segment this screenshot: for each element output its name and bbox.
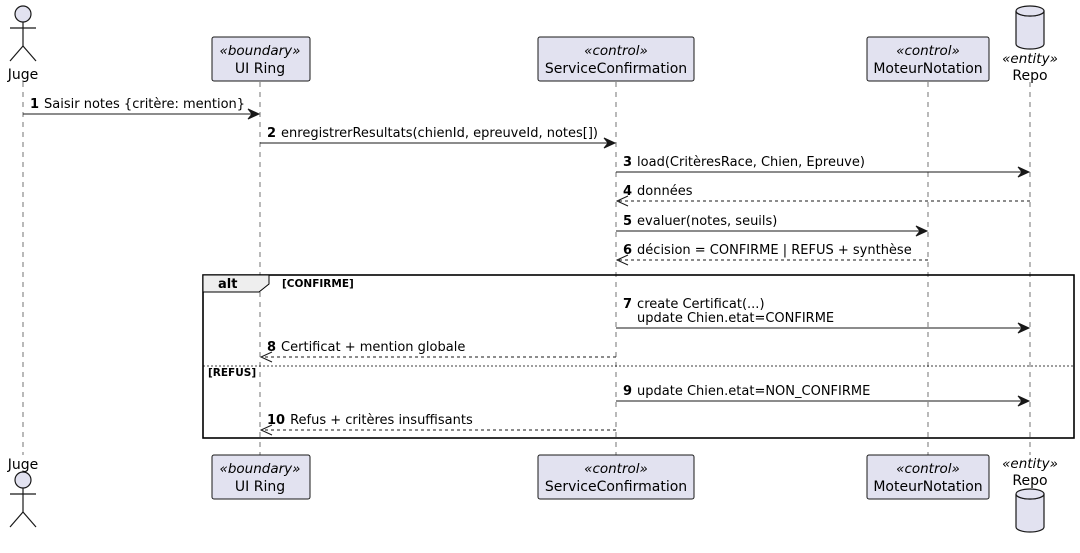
- arrowhead-filled-icon: [1017, 395, 1031, 407]
- arrowhead-open-icon: [615, 254, 629, 266]
- participant-box: [537, 454, 695, 500]
- message-label: Certificat + mention globale: [281, 340, 465, 355]
- participant-ui-top: «boundary» UI Ring: [211, 36, 311, 82]
- participant-stereotype: «control»: [584, 461, 648, 477]
- message-label: Refus + critères insuffisants: [290, 413, 473, 428]
- arrowhead-open-icon: [615, 195, 629, 207]
- participant-repo-top: «entity»Repo: [1002, 5, 1058, 84]
- message-label: enregistrerResultats(chienId, epreuveId,…: [281, 126, 598, 141]
- participant-box: [211, 454, 311, 500]
- message-number: 5: [623, 214, 632, 229]
- message-number: 2: [267, 126, 276, 141]
- message-4: 4 données: [615, 184, 1030, 207]
- participant-juge-bottom: Juge: [7, 457, 39, 528]
- message-6: 6 décision = CONFIRME | REFUS + synthèse: [615, 243, 928, 266]
- message-number: 10: [267, 413, 285, 428]
- participant-stereotype: «entity»: [1002, 456, 1058, 472]
- participant-box: [866, 36, 990, 82]
- participant-name: Repo: [1012, 473, 1047, 489]
- participant-name: ServiceConfirmation: [545, 479, 687, 495]
- arrowhead-filled-icon: [603, 137, 617, 149]
- message-8: 8 Certificat + mention globale: [259, 340, 616, 363]
- message-label: load(CritèresRace, Chien, Epreuve): [637, 155, 865, 170]
- participant-stereotype: «boundary»: [220, 43, 301, 59]
- fragment-frame: [202, 274, 1075, 439]
- message-10: 10 Refus + critères insuffisants: [259, 413, 616, 436]
- fragment-tab: [202, 274, 270, 293]
- participant-name: Repo: [1012, 68, 1047, 84]
- message-label: update Chien.etat=CONFIRME: [637, 311, 834, 326]
- participant-name: UI Ring: [235, 61, 285, 77]
- arrowhead-filled-icon: [1017, 166, 1031, 178]
- actor-head-icon: [14, 5, 32, 23]
- participant-box: [211, 36, 311, 82]
- arrowhead-filled-icon: [915, 225, 929, 237]
- participant-stereotype: «entity»: [1002, 51, 1058, 67]
- database-icon: [1015, 11, 1045, 50]
- alt-fragment: alt [CONFIRME] [REFUS]: [202, 274, 1075, 439]
- participant-juge-top: Juge: [7, 5, 39, 83]
- message-label: evaluer(notes, seuils): [637, 214, 777, 229]
- message-number: 6: [623, 243, 632, 258]
- message-1: 1 Saisir notes {critère: mention}: [23, 97, 261, 120]
- message-number: 1: [30, 97, 39, 112]
- participant-svc-top: «control» ServiceConfirmation: [537, 36, 695, 82]
- database-rim: [1015, 493, 1045, 500]
- participant-mot-bottom: «control» MoteurNotation: [866, 454, 990, 500]
- message-number: 9: [623, 384, 632, 399]
- message-9: 9 update Chien.etat=NON_CONFIRME: [616, 384, 1031, 407]
- actor-leg-right: [22, 511, 37, 528]
- message-number: 4: [623, 184, 632, 199]
- message-2: 2 enregistrerResultats(chienId, epreuveId…: [260, 126, 617, 149]
- participant-mot-top: «control» MoteurNotation: [866, 36, 990, 82]
- message-number: 3: [623, 155, 632, 170]
- message-7: 7 create Certificat(...)update Chien.etat…: [616, 297, 1031, 334]
- fragment-guard-confirme: [CONFIRME]: [282, 278, 354, 290]
- participant-stereotype: «control»: [584, 43, 648, 59]
- participant-name: Juge: [7, 67, 39, 83]
- arrowhead-open-icon: [259, 351, 273, 363]
- message-3: 3 load(CritèresRace, Chien, Epreuve): [616, 155, 1031, 178]
- message-label: données: [637, 184, 693, 199]
- participant-name: MoteurNotation: [873, 61, 982, 77]
- arrowhead-filled-icon: [1017, 322, 1031, 334]
- participant-ui-bottom: «boundary» UI Ring: [211, 454, 311, 500]
- message-label: décision = CONFIRME | REFUS + synthèse: [637, 243, 912, 258]
- fragment-operator: alt: [218, 277, 237, 292]
- participant-name: MoteurNotation: [873, 479, 982, 495]
- participant-stereotype: «boundary»: [220, 461, 301, 477]
- message-label: update Chien.etat=NON_CONFIRME: [637, 384, 870, 399]
- arrowhead-filled-icon: [247, 108, 261, 120]
- database-rim: [1015, 10, 1045, 17]
- message-5: 5 evaluer(notes, seuils): [616, 214, 929, 237]
- actor-leg-left: [9, 45, 24, 62]
- message-number: 8: [267, 340, 276, 355]
- participant-svc-bottom: «control» ServiceConfirmation: [537, 454, 695, 500]
- participant-stereotype: «control»: [896, 43, 960, 59]
- participant-name: Juge: [7, 457, 39, 473]
- participant-name: UI Ring: [235, 479, 285, 495]
- message-label: Saisir notes {critère: mention}: [44, 97, 245, 112]
- actor-leg-left: [9, 511, 24, 528]
- participant-name: ServiceConfirmation: [545, 61, 687, 77]
- participant-repo-bottom: «entity»Repo: [1002, 456, 1058, 533]
- message-label: create Certificat(...): [637, 297, 764, 312]
- actor-head-icon: [14, 471, 32, 489]
- arrowhead-open-icon: [259, 424, 273, 436]
- participant-box: [866, 454, 990, 500]
- actor-leg-right: [22, 45, 37, 62]
- participant-box: [537, 36, 695, 82]
- participant-stereotype: «control»: [896, 461, 960, 477]
- database-icon: [1015, 494, 1045, 533]
- fragment-guard-refus: [REFUS]: [208, 367, 256, 379]
- message-number: 7: [623, 297, 632, 312]
